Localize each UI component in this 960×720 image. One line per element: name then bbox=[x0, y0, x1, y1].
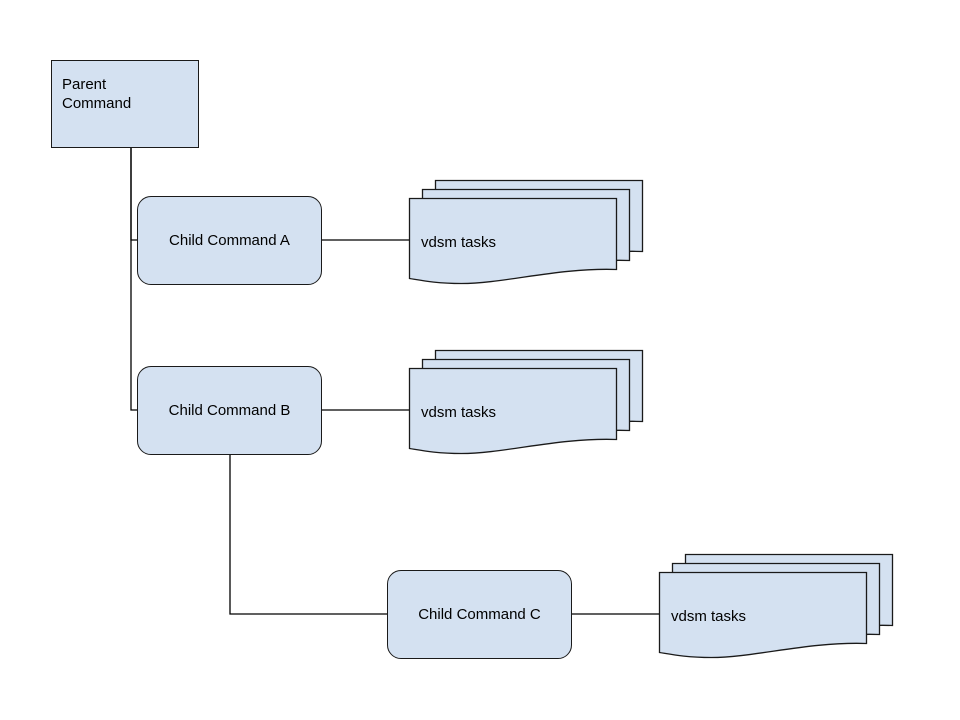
document-stack-shape bbox=[408, 349, 644, 455]
edge-parent-to-child-b bbox=[130, 148, 137, 411]
node-child-command-c[interactable]: Child Command C bbox=[387, 570, 572, 659]
document-stack-vdsm-tasks-c[interactable]: vdsm tasks bbox=[658, 553, 894, 659]
document-stack-vdsm-tasks-b[interactable]: vdsm tasks bbox=[408, 349, 644, 455]
document-sheet bbox=[658, 571, 868, 659]
document-label-vdsm-tasks-a: vdsm tasks bbox=[421, 234, 497, 251]
node-child-command-b[interactable]: Child Command B bbox=[137, 366, 322, 455]
document-stack-shape bbox=[658, 553, 894, 659]
document-label-vdsm-tasks-c: vdsm tasks bbox=[671, 608, 747, 625]
document-sheet bbox=[408, 197, 618, 285]
node-child-command-a[interactable]: Child Command A bbox=[137, 196, 322, 285]
document-stack-vdsm-tasks-a[interactable]: vdsm tasks bbox=[408, 179, 644, 285]
document-sheet bbox=[408, 367, 618, 455]
node-parent-command[interactable]: Parent Command bbox=[51, 60, 199, 148]
edge-child-b-to-child-c bbox=[229, 455, 387, 615]
document-stack-shape bbox=[408, 179, 644, 285]
document-label-vdsm-tasks-b: vdsm tasks bbox=[421, 404, 497, 421]
